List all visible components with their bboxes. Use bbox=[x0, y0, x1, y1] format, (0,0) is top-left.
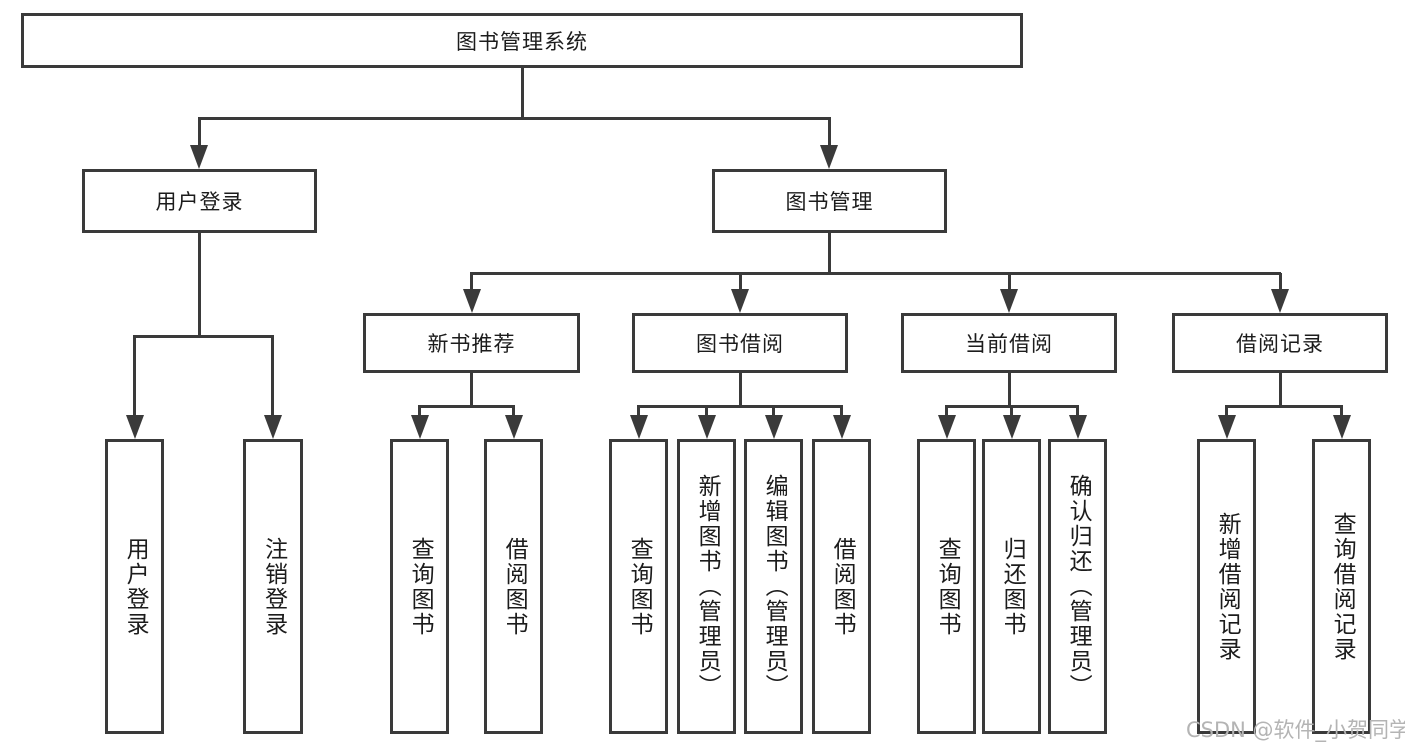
arrow-down-icon bbox=[504, 406, 524, 439]
connector-book-management-stub bbox=[827, 233, 831, 275]
arrow-down-icon bbox=[410, 406, 430, 439]
leaf-query-books-current: 查询图书 bbox=[917, 439, 976, 734]
leaf-query-books-recommend: 查询图书 bbox=[390, 439, 449, 734]
node-user-login-label: 用户登录 bbox=[155, 190, 244, 214]
connector-borrow-records-rail bbox=[1225, 405, 1343, 408]
arrow-down-icon bbox=[1270, 273, 1290, 313]
node-current-borrow-label: 当前借阅 bbox=[965, 332, 1053, 356]
leaf-add-borrow-record-label: 新增借阅记录 bbox=[1214, 511, 1241, 662]
leaf-user-login: 用户登录 bbox=[105, 439, 164, 734]
leaf-query-books-current-label: 查询图书 bbox=[934, 536, 961, 637]
leaf-edit-books-admin-label: 编辑图书（管理员） bbox=[761, 474, 788, 699]
leaf-borrow-books-recommend-label: 借阅图书 bbox=[501, 536, 528, 637]
leaf-borrow-books-borrow-label: 借阅图书 bbox=[829, 536, 856, 637]
leaf-logout-login: 注销登录 bbox=[243, 439, 303, 734]
node-borrow-records-label: 借阅记录 bbox=[1236, 332, 1324, 356]
arrow-down-icon bbox=[1332, 406, 1352, 439]
connector-book-borrow-rail bbox=[637, 405, 843, 408]
node-new-book-recommend: 新书推荐 bbox=[363, 313, 580, 373]
arrow-down-icon bbox=[629, 406, 649, 439]
arrow-down-icon bbox=[832, 406, 852, 439]
leaf-query-borrow-record: 查询借阅记录 bbox=[1312, 439, 1371, 734]
leaf-borrow-books-borrow: 借阅图书 bbox=[812, 439, 871, 734]
leaf-query-books-recommend-label: 查询图书 bbox=[407, 536, 434, 637]
connector-current-borrow-stub bbox=[1007, 373, 1011, 408]
arrow-down-icon bbox=[937, 406, 957, 439]
arrow-down-icon bbox=[819, 118, 839, 169]
node-book-management: 图书管理 bbox=[712, 169, 947, 233]
node-root: 图书管理系统 bbox=[21, 13, 1023, 68]
arrow-down-icon bbox=[1002, 406, 1022, 439]
leaf-confirm-return-admin-label: 确认归还（管理员） bbox=[1065, 474, 1092, 699]
csdn-watermark: CSDN @软件_小贺同学 bbox=[1186, 718, 1405, 742]
node-user-login: 用户登录 bbox=[82, 169, 317, 233]
arrow-down-icon bbox=[1217, 406, 1237, 439]
leaf-return-books-label: 归还图书 bbox=[999, 536, 1026, 637]
arrow-down-icon bbox=[697, 406, 717, 439]
leaf-query-borrow-record-label: 查询借阅记录 bbox=[1329, 511, 1356, 662]
leaf-edit-books-admin: 编辑图书（管理员） bbox=[744, 439, 803, 734]
node-book-management-label: 图书管理 bbox=[785, 190, 874, 214]
connector-user-login-stub bbox=[197, 233, 201, 338]
connector-user-login-rail bbox=[133, 335, 274, 338]
node-book-borrow-label: 图书借阅 bbox=[696, 332, 784, 356]
arrow-down-icon bbox=[999, 273, 1019, 313]
leaf-query-books-borrow: 查询图书 bbox=[609, 439, 668, 734]
connector-book-management-rail bbox=[470, 272, 1281, 275]
arrow-down-icon bbox=[462, 273, 482, 313]
leaf-return-books: 归还图书 bbox=[982, 439, 1041, 734]
leaf-confirm-return-admin: 确认归还（管理员） bbox=[1048, 439, 1107, 734]
arrow-down-icon bbox=[764, 406, 784, 439]
arrow-down-icon bbox=[125, 336, 145, 439]
connector-root-rail bbox=[197, 117, 831, 120]
leaf-borrow-books-recommend: 借阅图书 bbox=[484, 439, 543, 734]
node-borrow-records: 借阅记录 bbox=[1172, 313, 1388, 373]
leaf-add-borrow-record: 新增借阅记录 bbox=[1197, 439, 1256, 734]
node-new-book-recommend-label: 新书推荐 bbox=[427, 332, 516, 356]
leaf-logout-login-label: 注销登录 bbox=[260, 536, 287, 637]
leaf-add-books-admin: 新增图书（管理员） bbox=[677, 439, 736, 734]
connector-root-stub bbox=[520, 68, 524, 120]
connector-new-book-recommend-stub bbox=[470, 373, 473, 408]
connector-borrow-records-stub bbox=[1278, 373, 1282, 408]
leaf-user-login-label: 用户登录 bbox=[122, 536, 149, 637]
arrow-down-icon bbox=[263, 336, 283, 439]
leaf-query-books-borrow-label: 查询图书 bbox=[626, 536, 653, 637]
connector-book-borrow-stub bbox=[738, 373, 742, 408]
leaf-add-books-admin-label: 新增图书（管理员） bbox=[694, 474, 721, 699]
connector-new-book-recommend-rail bbox=[418, 405, 515, 408]
node-current-borrow: 当前借阅 bbox=[901, 313, 1117, 373]
node-book-borrow: 图书借阅 bbox=[632, 313, 848, 373]
node-root-label: 图书管理系统 bbox=[456, 29, 588, 54]
arrow-down-icon bbox=[189, 118, 209, 169]
arrow-down-icon bbox=[730, 273, 750, 313]
arrow-down-icon bbox=[1068, 406, 1088, 439]
